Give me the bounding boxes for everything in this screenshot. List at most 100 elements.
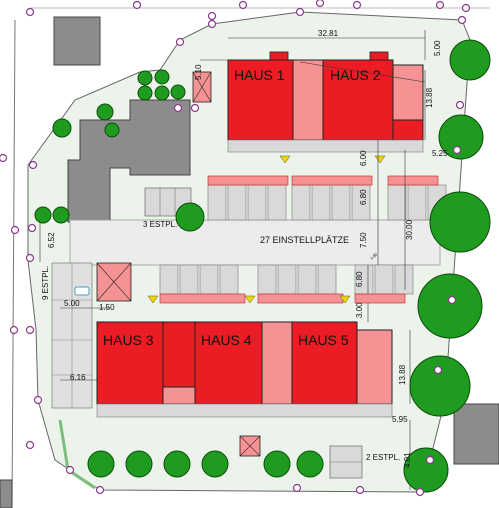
tree-icon <box>263 450 291 478</box>
boundary-point-icon <box>415 487 425 497</box>
tree-icon <box>52 206 70 224</box>
boundary-point-icon <box>65 465 75 475</box>
car-symbol <box>74 286 90 296</box>
boundary-point-icon <box>25 7 35 17</box>
tree-icon <box>417 273 483 339</box>
garage-bay <box>207 184 227 221</box>
dim-lower-gap-b: 3.00 <box>355 302 364 318</box>
dim-lower-gap-a: 6.80 <box>355 271 364 287</box>
boundary-point-icon <box>447 295 457 305</box>
boundary-point-icon <box>173 103 183 113</box>
central-driveway <box>69 219 441 266</box>
garage-row-top <box>207 184 447 221</box>
dim-left-d: 6.16 <box>70 373 86 382</box>
tree-icon <box>104 122 120 138</box>
boundary-point-icon <box>355 485 365 495</box>
carport-strip-bottom <box>159 293 406 304</box>
garage-bay <box>257 264 277 295</box>
boundary-point-icon <box>10 225 20 235</box>
boundary-point-icon <box>425 455 435 465</box>
tree-icon <box>154 85 170 101</box>
tree-icon <box>170 84 186 100</box>
boundary-point-icon <box>190 103 200 113</box>
boundary-point-icon <box>455 100 465 110</box>
tree-icon <box>154 69 170 85</box>
garage-bay <box>297 264 317 295</box>
tree-icon <box>137 85 153 101</box>
house-haus-3[interactable]: HAUS 3 <box>96 321 196 405</box>
existing-building-east <box>453 403 499 465</box>
house-label: HAUS 5 <box>298 332 349 348</box>
dim-bottom-right: 5.95 <box>392 415 408 424</box>
boundary-point-icon <box>175 37 185 47</box>
boundary-point-icon <box>238 0 248 10</box>
garage-bay <box>407 184 427 221</box>
dim-bottom-right-b: 4.01 <box>403 452 412 468</box>
tree-icon <box>34 206 52 224</box>
garage-bay <box>199 264 219 295</box>
patio-bottom <box>96 403 393 418</box>
carport-strip-top <box>207 175 439 186</box>
tree-icon <box>409 355 471 417</box>
tree-icon <box>52 118 72 138</box>
dim-right-gap-a: 6.00 <box>359 150 368 166</box>
tree-icon <box>137 70 153 86</box>
dim-top-length: 32.81 <box>318 29 339 38</box>
boundary-point-icon <box>95 485 105 495</box>
garage-bay <box>179 264 199 295</box>
garage-bay <box>331 184 351 221</box>
house-haus-4[interactable]: HAUS 4 <box>194 321 293 405</box>
boundary-point-icon <box>461 3 471 13</box>
parking-label-main: 27 EINSTELLPLÄTZE <box>260 235 349 245</box>
boundary-point-icon <box>433 365 443 375</box>
boundary-point-icon <box>315 0 325 8</box>
boundary-point-icon <box>295 7 305 17</box>
dim-top-small: 5.10 <box>194 64 203 80</box>
southeast-parking <box>329 445 363 479</box>
dimension-lines <box>39 30 426 490</box>
garage-bay <box>277 264 297 295</box>
boundary-point-icon <box>28 160 38 170</box>
house-label: HAUS 2 <box>330 67 381 83</box>
dim-top-right: 5.00 <box>433 40 442 56</box>
tree-icon <box>403 447 449 493</box>
trees <box>34 39 491 493</box>
parking-label-west: 3 ESTPL. <box>143 220 177 229</box>
tree-icon <box>96 103 114 121</box>
boundary-points <box>0 0 471 497</box>
garage-bay <box>374 264 394 295</box>
tree-icon <box>449 39 491 81</box>
boundary-point-icon <box>132 0 142 10</box>
garage-bay <box>227 184 247 221</box>
garage-bay <box>291 184 311 221</box>
left-parking-column <box>51 262 93 409</box>
boundary-point-icon <box>0 153 8 163</box>
boundary-point-icon <box>25 253 35 263</box>
tree-icon <box>296 450 324 478</box>
tree-icon <box>429 191 491 253</box>
parking-label-southeast: 2 ESTPL. <box>366 453 400 462</box>
house-label: HAUS 4 <box>201 332 252 348</box>
tree-icon <box>87 450 115 478</box>
boundary-point-icon <box>207 11 217 21</box>
existing-building-sw <box>0 479 13 508</box>
tree-icon <box>163 450 191 478</box>
parking-label-left: 9 ESTPL. <box>41 266 50 300</box>
boundary-point-icon <box>33 395 43 405</box>
boundary-point-icon <box>452 145 462 155</box>
dim-right-gap-b: 6.80 <box>359 189 368 205</box>
entrance-markers <box>147 155 386 304</box>
tree-icon <box>438 114 484 160</box>
boundary-point-icon <box>207 19 217 29</box>
house-haus-5[interactable]: HAUS 5 <box>291 321 393 405</box>
boundary-point-icon <box>435 0 445 10</box>
dim-left-b: 5.00 <box>64 299 80 308</box>
tree-icon <box>175 202 205 232</box>
dim-left-a: 6.52 <box>47 232 56 248</box>
garage-bay <box>387 184 407 221</box>
dim-haus2-depth: 13.88 <box>425 87 434 108</box>
tree-icon <box>125 450 153 478</box>
house-haus-1[interactable]: HAUS 1 <box>227 59 324 141</box>
house-haus-2[interactable]: HAUS 2 <box>269 51 424 141</box>
